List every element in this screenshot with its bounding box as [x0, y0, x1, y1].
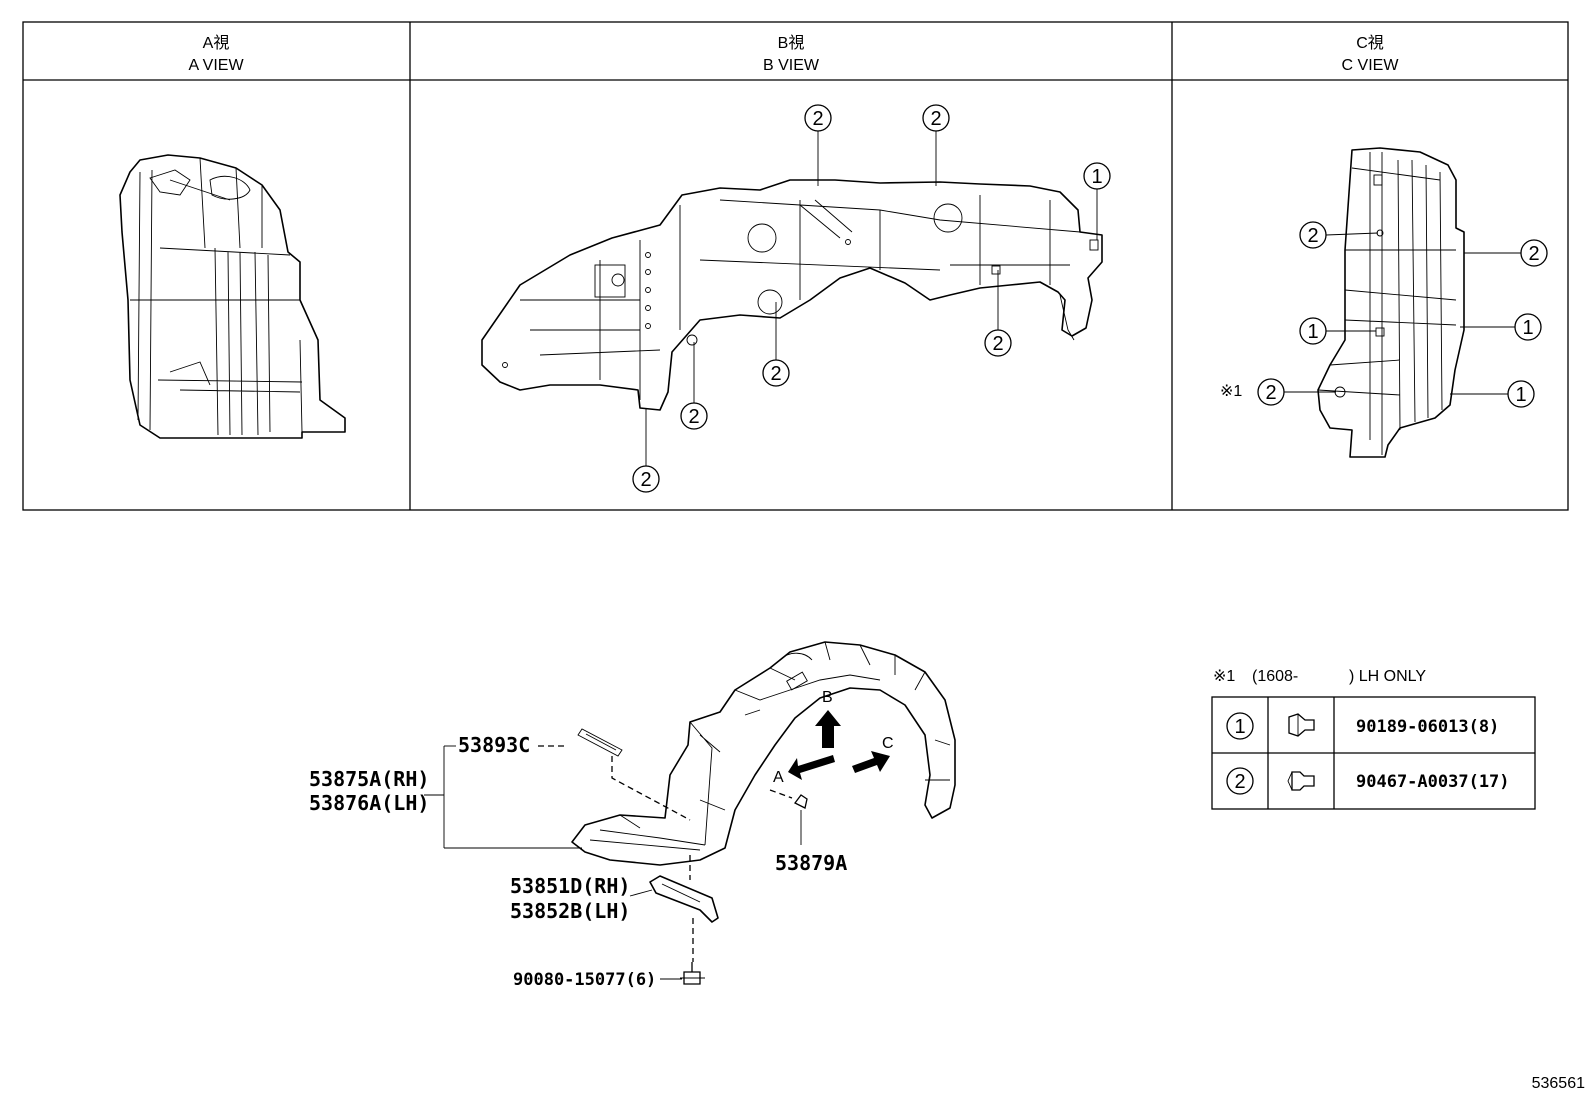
callout-circle: [804, 104, 832, 132]
arrow-b-label: B: [822, 689, 833, 706]
callout-num: 2: [688, 406, 699, 428]
callout-num: 2: [930, 108, 941, 130]
part-label-53893c: 53893C: [458, 733, 530, 757]
arrow-c-icon: [852, 751, 890, 773]
view-table: A視 A VIEW B視 B VIEW C視 C VIEW: [22, 21, 1569, 511]
callout-circle: [1514, 313, 1542, 341]
part-label-53879a: 53879A: [775, 851, 847, 875]
callout-num: 2: [992, 333, 1003, 355]
callout-circle: [1257, 378, 1285, 406]
part-labels: 53893C 53875A(RH) 53876A(LH) 53879A 5385…: [309, 733, 847, 990]
callout-num: 2: [1265, 382, 1276, 404]
legend-code: 90189-06013(8): [1356, 717, 1499, 737]
callout-num: 2: [1307, 225, 1318, 247]
callout-num: 2: [640, 469, 651, 491]
figure-id: 536561: [1532, 1075, 1585, 1092]
c-view-en-label: C VIEW: [1342, 57, 1400, 74]
c-view-liner-drawing: [1317, 147, 1465, 458]
a-view-jp-label: A視: [203, 34, 230, 52]
c-view-jp-label: C視: [1356, 34, 1384, 52]
callout-num: 1: [1091, 166, 1102, 188]
callout-circle: [984, 329, 1012, 357]
small-parts: [577, 728, 808, 985]
b-view-callouts: 2 2 1 2 2 2 2: [632, 104, 1111, 493]
callout-circle: [1299, 221, 1327, 249]
bolt-90080-icon: [683, 971, 701, 985]
view-arrows: A B C: [773, 689, 894, 786]
callout-num: 2: [812, 108, 823, 130]
callout-num: 1: [1307, 321, 1318, 343]
callout-circle: [1507, 380, 1535, 408]
arrow-a-icon: [788, 755, 835, 780]
strip-part-53893c: [577, 728, 623, 757]
arrow-a-label: A: [773, 769, 784, 786]
arrow-b-icon: [815, 710, 841, 748]
callout-circle: [632, 465, 660, 493]
c-view-callouts: 2 2 1 1 ※1 2 1: [1220, 221, 1548, 408]
a-view-liner-drawing: [119, 154, 346, 439]
legend-num: 1: [1234, 716, 1245, 738]
callout-circle: [1083, 162, 1111, 190]
callout-num: 1: [1522, 317, 1533, 339]
note-mark: ※1: [1213, 668, 1235, 685]
fender-liner-drawing: [571, 641, 956, 866]
fastener-legend: ※1 (1608- ) LH ONLY 1 90189-06013(8) 2 9…: [1211, 668, 1536, 810]
callout-num: 2: [770, 363, 781, 385]
note-mark: ※1: [1220, 383, 1242, 400]
b-view-liner-drawing: [481, 179, 1103, 411]
part-label-53851d: 53851D(RH): [510, 874, 630, 898]
clip-icon: [1287, 771, 1315, 791]
part-label-53875a: 53875A(RH): [309, 767, 429, 791]
b-view-jp-label: B視: [778, 34, 805, 52]
clip-icon: [1288, 713, 1315, 737]
callout-circle: [762, 359, 790, 387]
callout-circle: [922, 104, 950, 132]
note-range: (1608-: [1252, 668, 1298, 685]
callout-num: 1: [1515, 384, 1526, 406]
note-suffix: ) LH ONLY: [1349, 668, 1426, 685]
callout-circle: [680, 402, 708, 430]
legend-callout-circle: [1226, 712, 1254, 740]
clip-53879a-icon: [794, 794, 808, 809]
a-view-en-label: A VIEW: [188, 57, 244, 74]
bracket-part-53851d: [649, 875, 719, 923]
b-view-en-label: B VIEW: [763, 57, 820, 74]
callout-circle: [1299, 317, 1327, 345]
callout-num: 2: [1528, 243, 1539, 265]
part-label-90080: 90080-15077(6): [513, 970, 656, 990]
legend-code: 90467-A0037(17): [1356, 772, 1510, 792]
part-label-53876a: 53876A(LH): [309, 791, 429, 815]
legend-callout-circle: [1226, 767, 1254, 795]
callout-circle: [1520, 239, 1548, 267]
legend-num: 2: [1234, 771, 1245, 793]
part-label-53852b: 53852B(LH): [510, 899, 630, 923]
arrow-c-label: C: [882, 735, 894, 752]
